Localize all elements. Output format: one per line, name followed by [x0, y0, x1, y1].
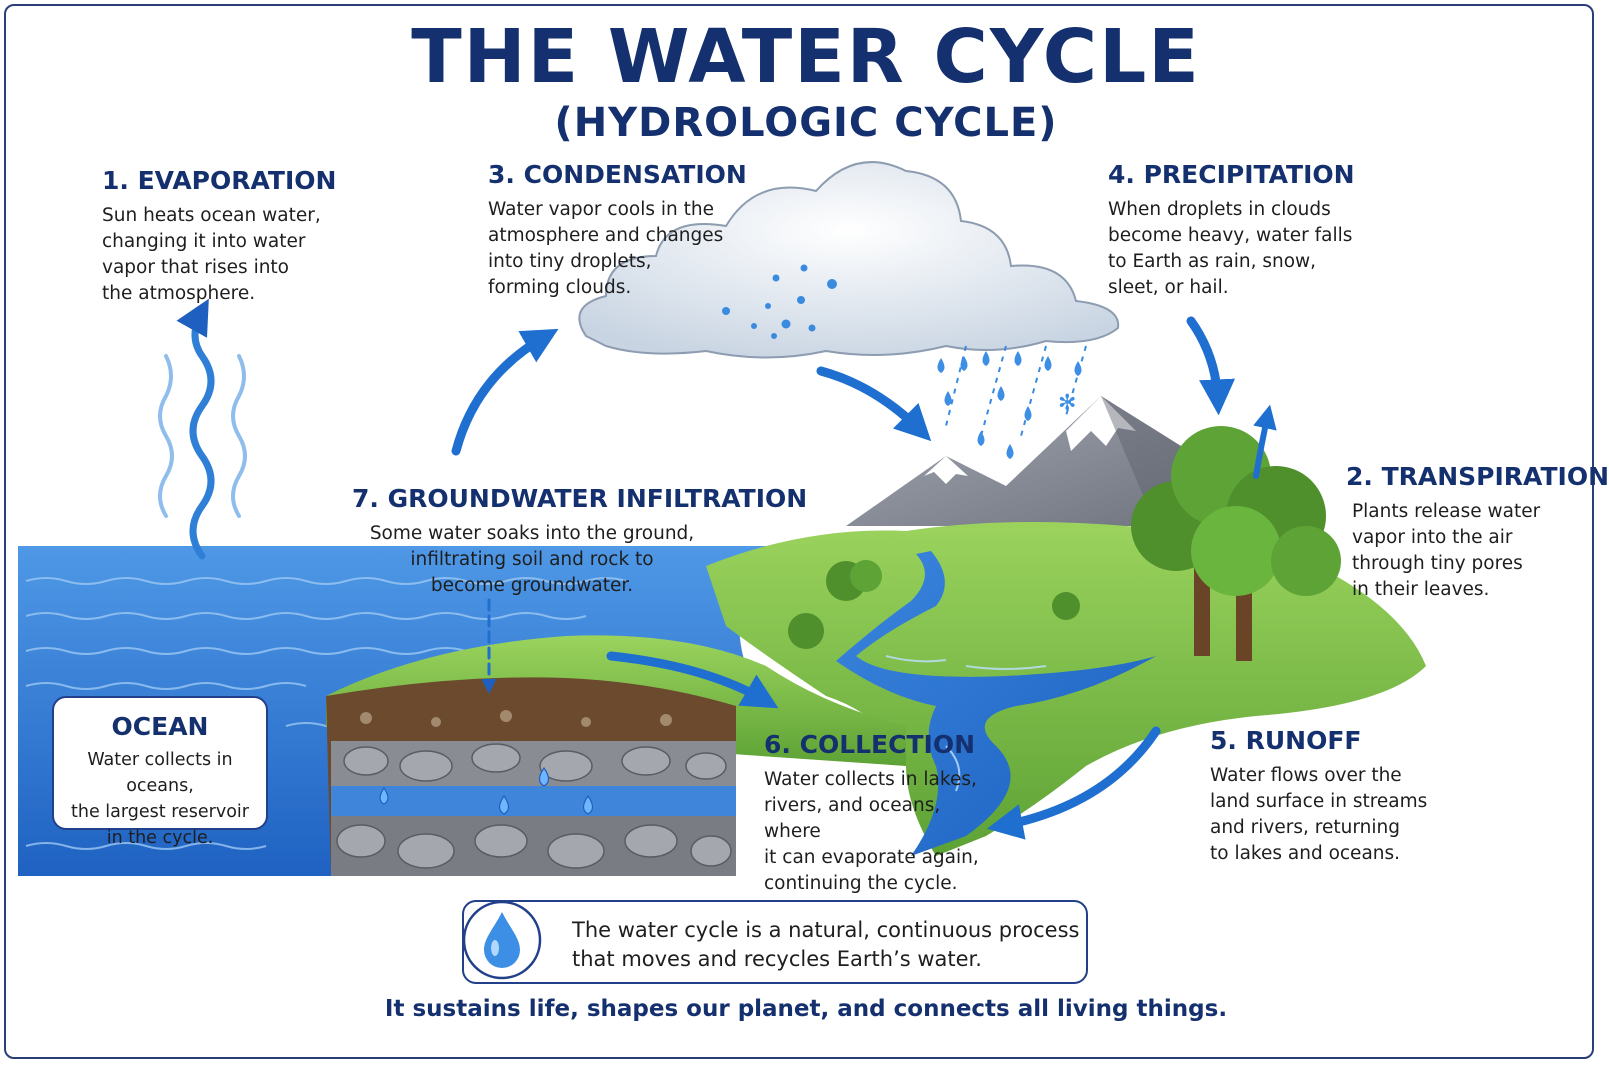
summary-box: The water cycle is a natural, continuous…	[462, 900, 1088, 984]
ocean-description: Water collects in oceans, the largest re…	[71, 750, 249, 848]
ocean-callout: OCEAN Water collects in oceans, the larg…	[52, 696, 268, 848]
step-heading: 6. COLLECTION	[764, 730, 976, 759]
step-heading: 4. PRECIPITATION	[1108, 160, 1355, 189]
page-subtitle: (HYDROLOGIC CYCLE)	[554, 100, 1058, 146]
diagram-frame: ✻ THE WATER CYCLE (HYDROLOGIC CYCLE) 1. …	[4, 4, 1609, 1059]
cloud	[578, 161, 1120, 359]
step-description: Some water soaks into the ground, infilt…	[369, 523, 695, 596]
water-drop-icon	[462, 900, 542, 980]
step-description: Water collects in lakes, rivers, and oce…	[764, 769, 979, 894]
step-heading: 7. GROUNDWATER INFILTRATION	[352, 484, 808, 513]
river	[836, 551, 1156, 856]
ground-cross-section	[326, 677, 736, 876]
step-evaporation: 1. EVAPORATION Sun heats ocean water, ch…	[102, 166, 352, 307]
summary-text: The water cycle is a natural, continuous…	[572, 918, 1080, 971]
step-groundwater-infiltration: 7. GROUNDWATER INFILTRATION Some water s…	[352, 484, 808, 599]
step-heading: 1. EVAPORATION	[102, 166, 337, 195]
step-description: Sun heats ocean water, changing it into …	[102, 205, 321, 304]
step-transpiration: 2. TRANSPIRATION Plants release water va…	[1346, 462, 1609, 603]
ocean-heading: OCEAN	[111, 712, 209, 741]
page-title: THE WATER CYCLE	[411, 14, 1201, 100]
svg-text:✻: ✻	[1058, 391, 1076, 416]
step-collection: 6. COLLECTION Water collects in lakes, r…	[764, 730, 994, 897]
rain: ✻	[937, 345, 1087, 459]
trees	[788, 426, 1341, 661]
step-condensation: 3. CONDENSATION Water vapor cools in the…	[488, 160, 748, 301]
step-heading: 3. CONDENSATION	[488, 160, 747, 189]
step-description: Water flows over the land surface in str…	[1210, 765, 1428, 864]
step-runoff: 5. RUNOFF Water flows over the land surf…	[1210, 726, 1440, 867]
cycle-arrows	[451, 316, 1277, 840]
step-description: When droplets in clouds become heavy, wa…	[1108, 199, 1353, 298]
step-description: Water vapor cools in the atmosphere and …	[488, 199, 724, 298]
evaporation-arrows	[158, 298, 247, 560]
step-description: Plants release water vapor into the air …	[1352, 501, 1541, 600]
step-precipitation: 4. PRECIPITATION When droplets in clouds…	[1108, 160, 1378, 301]
footer-tagline: It sustains life, shapes our planet, and…	[384, 996, 1228, 1022]
step-heading: 5. RUNOFF	[1210, 726, 1362, 755]
step-heading: 2. TRANSPIRATION	[1346, 462, 1609, 491]
